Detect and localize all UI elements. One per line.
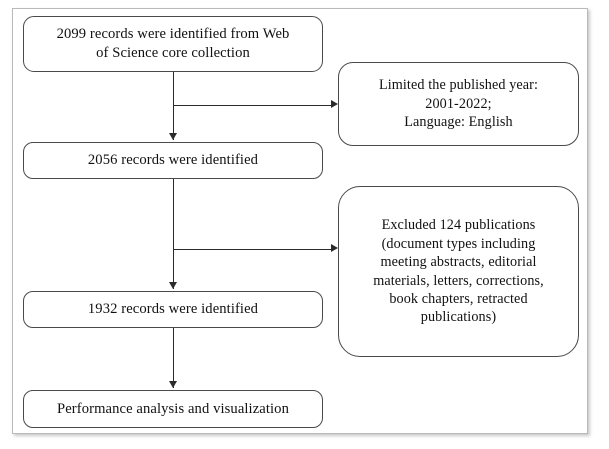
node-limit-filter-label: Limited the published year: 2001-2022; L… [378,77,539,131]
node-records-1932-label: 1932 records were identified [87,301,259,318]
node-identified-records: 2099 records were identified from Web of… [23,16,323,72]
node-performance-analysis-label: Performance analysis and visualization [57,400,289,417]
connector-line-2056-to-1932 [173,179,175,289]
arrowhead-to-limit-filter [331,100,338,108]
node-excluded-publications-label: Excluded 124 publications (document type… [373,217,544,326]
arrowhead-1932-to-performance [169,381,177,388]
node-identified-records-label: 2099 records were identified from Web of… [56,26,290,61]
arrowhead-2056-to-1932 [169,282,177,289]
arrowhead-identified-to-2056 [169,133,177,140]
node-performance-analysis: Performance analysis and visualization [23,390,323,428]
node-records-2056-label: 2056 records were identified [87,152,259,169]
arrowhead-to-excluded [331,244,338,252]
node-limit-filter: Limited the published year: 2001-2022; L… [338,62,579,146]
node-excluded-publications: Excluded 124 publications (document type… [338,186,579,357]
connector-line-to-excluded [173,249,332,251]
connector-line-1932-to-performance [173,328,175,388]
connector-line-to-limit-filter [173,105,332,107]
node-records-1932: 1932 records were identified [23,291,323,328]
node-records-2056: 2056 records were identified [23,142,323,179]
diagram-frame: 2099 records were identified from Web of… [12,8,588,434]
